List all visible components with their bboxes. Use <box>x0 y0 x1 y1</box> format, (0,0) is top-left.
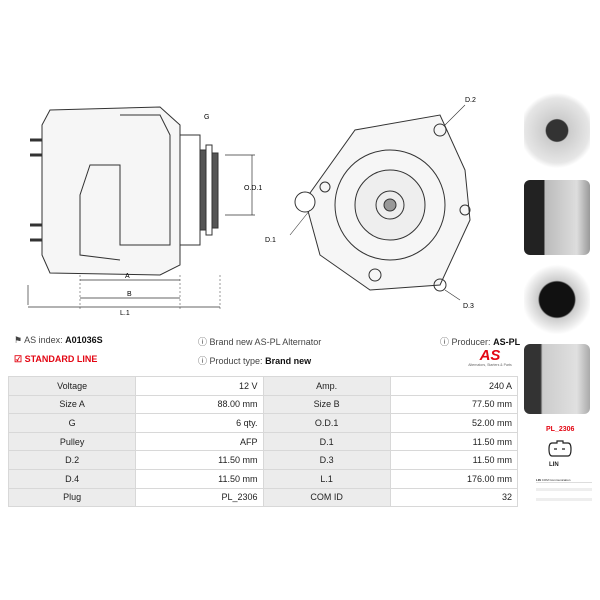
product-type-label: Product type: <box>209 356 263 366</box>
dim-l1-label: L.1 <box>120 310 130 317</box>
info-icon: ⓘ <box>198 356 208 366</box>
info-icon: ⓘ <box>198 337 208 347</box>
product-photo-side[interactable] <box>524 180 590 255</box>
spec-value: 32 <box>389 487 519 508</box>
spec-value: PL_2306 <box>135 487 264 508</box>
checkbox-icon: ☑ <box>14 354 23 364</box>
spec-label: Size B <box>262 394 391 415</box>
spec-label: Size A <box>7 394 137 415</box>
spec-label: Pulley <box>7 431 137 452</box>
spec-label: Plug <box>7 487 137 508</box>
info-icon: ⓘ <box>440 337 450 347</box>
product-type: ⓘ Product type: Brand new <box>198 354 311 367</box>
spec-label: D.2 <box>7 450 137 470</box>
spec-value: 240 A <box>389 376 519 396</box>
spec-value: 176.00 mm <box>389 468 519 489</box>
spec-label: L.1 <box>262 468 391 489</box>
spec-value: AFP <box>135 431 264 452</box>
spec-label: Amp. <box>262 376 391 396</box>
dim-b-label: B <box>127 291 132 298</box>
spec-label: D.4 <box>7 468 137 489</box>
spec-value: 88.00 mm <box>135 394 264 415</box>
spec-value: 11.50 mm <box>135 450 264 470</box>
spec-label: Voltage <box>7 376 137 396</box>
product-photo-angle[interactable] <box>524 344 590 414</box>
front-view-drawing: D.2 D.1 D.3 <box>265 97 476 310</box>
plug-code: PL_2306 <box>546 426 575 433</box>
dim-d2-label: D.2 <box>465 97 476 104</box>
description: ⓘ Brand new AS-PL Alternator <box>198 335 321 348</box>
product-photo-front[interactable] <box>524 88 590 173</box>
spec-label: O.D.1 <box>262 413 391 433</box>
producer-value: AS-PL <box>493 337 521 347</box>
as-pl-logo: AS Alternators, Starters & Parts <box>462 348 518 367</box>
line-label: STANDARD LINE <box>24 354 98 364</box>
logo-text: AS <box>479 347 501 364</box>
as-index-value: A01036S <box>65 335 103 345</box>
legend-row <box>536 498 592 501</box>
plug-connector-icon <box>548 440 572 457</box>
spec-label: COM ID <box>262 487 391 508</box>
standard-line-badge: ☑ STANDARD LINE <box>14 354 97 365</box>
product-photo-back[interactable] <box>524 262 590 337</box>
spec-label: D.3 <box>262 450 391 470</box>
as-index: ⚑ AS index: A01036S <box>14 335 103 346</box>
spec-value: 52.00 mm <box>389 413 519 433</box>
legend-row <box>536 488 592 491</box>
legend-key: LIN <box>536 478 541 482</box>
plug-type: LIN <box>549 462 559 468</box>
legend-value: COM Communication <box>541 478 571 482</box>
spec-label: G <box>7 413 137 433</box>
dim-g-label: G <box>204 114 209 121</box>
tag-icon: ⚑ <box>14 335 23 345</box>
plug-legend: LIN COM Communication <box>536 478 592 483</box>
as-index-label: AS index: <box>24 335 63 345</box>
side-view-drawing: A B L.1 G O.D.1 <box>27 106 262 317</box>
spec-label: D.1 <box>262 431 391 452</box>
dim-d1-label: D.1 <box>265 237 276 244</box>
spec-value: 12 V <box>135 376 264 396</box>
dim-a-label: A <box>125 273 130 280</box>
spec-value: 11.50 mm <box>135 468 264 489</box>
spec-value: 11.50 mm <box>389 450 519 470</box>
dim-od1-label: O.D.1 <box>244 185 262 192</box>
product-type-value: Brand new <box>265 356 312 366</box>
spec-value: 77.50 mm <box>389 394 519 415</box>
description-text: Brand new AS-PL Alternator <box>209 337 322 347</box>
producer: ⓘ Producer: AS-PL <box>440 335 520 348</box>
producer-label: Producer: <box>451 337 491 347</box>
dim-d3-label: D.3 <box>463 303 474 310</box>
spec-value: 11.50 mm <box>389 431 519 452</box>
spec-value: 6 qty. <box>135 413 264 433</box>
logo-tagline: Alternators, Starters & Parts <box>468 363 512 367</box>
